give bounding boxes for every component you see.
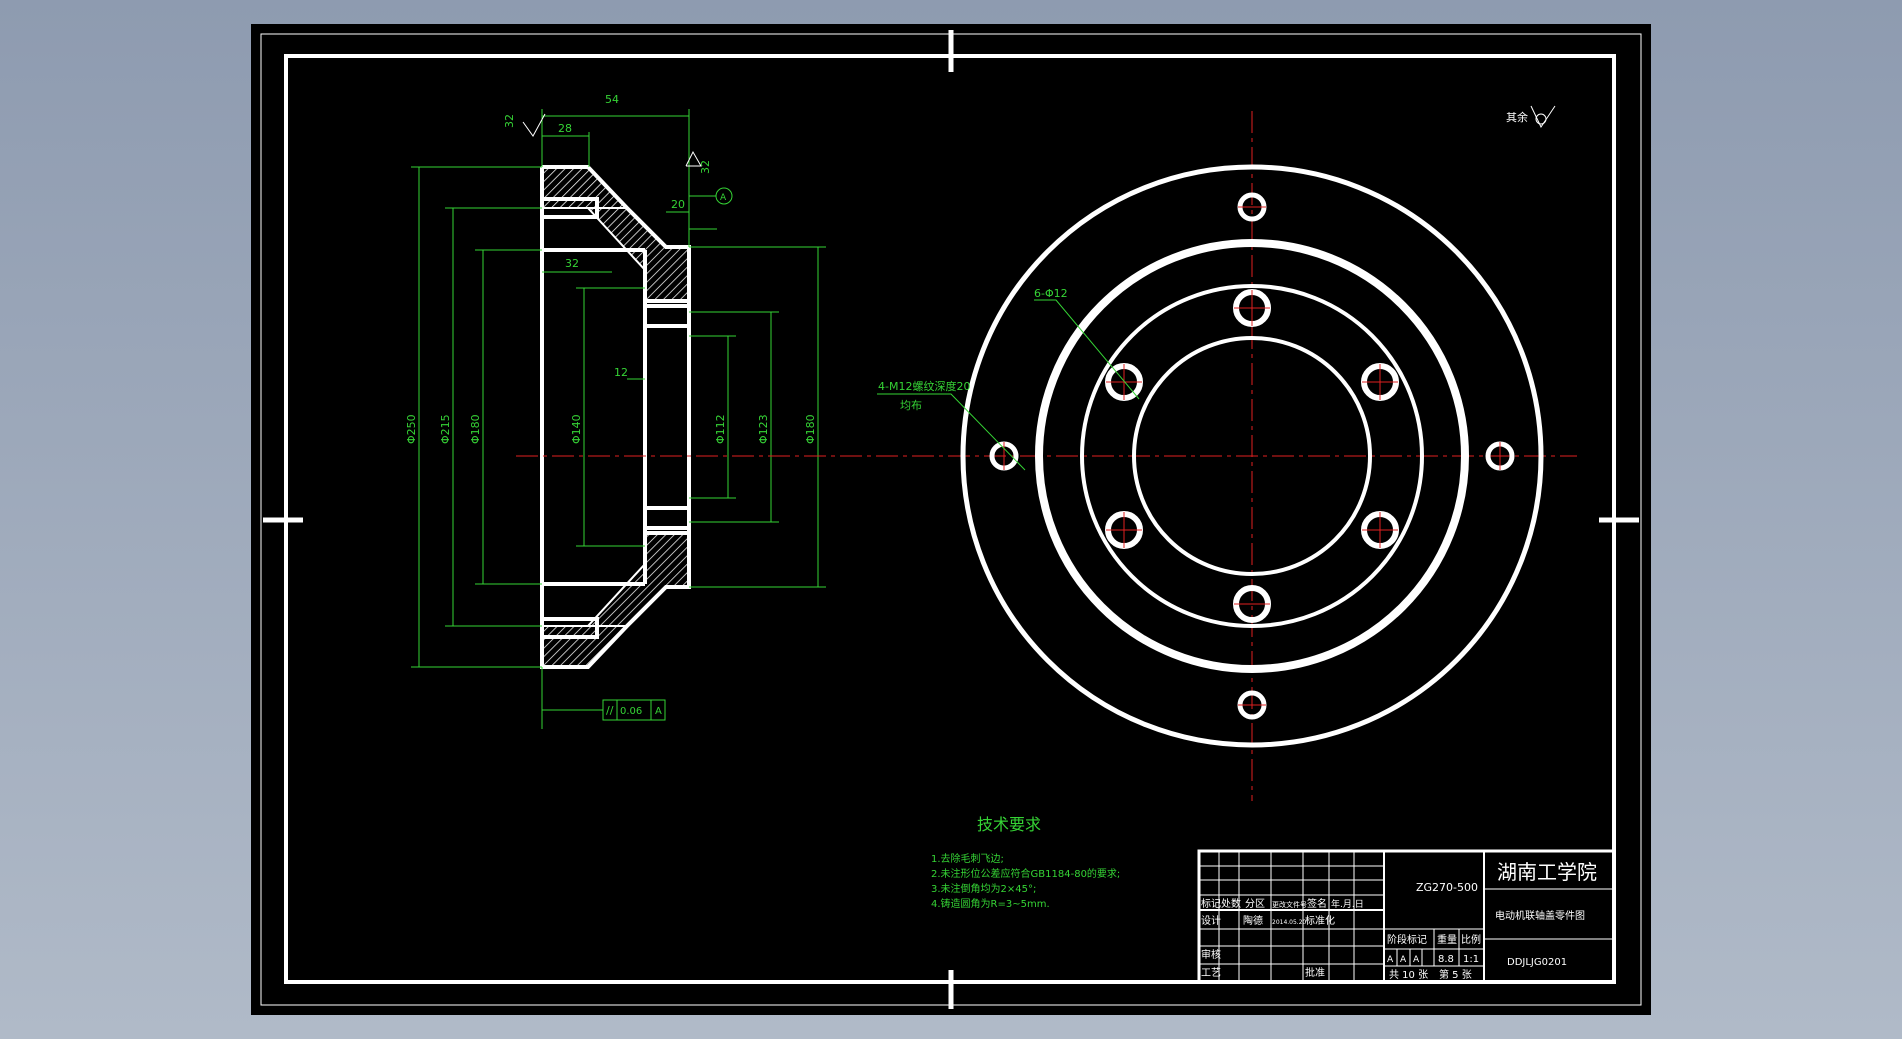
datum-label: A <box>720 193 727 203</box>
bore-circle <box>1132 336 1372 576</box>
tolerance-symbol: // <box>606 704 614 717</box>
dim-d140: Φ140 <box>570 414 583 444</box>
tb-review: 审核 <box>1201 948 1221 961</box>
tb-part-name: 电动机联轴盖零件图 <box>1495 909 1585 922</box>
tb-scale-label: 比例 <box>1461 933 1481 946</box>
drawing-canvas: 54 28 20 32 12 32 32 A Φ250 Φ215 Φ180 Φ1… <box>260 30 1642 1009</box>
tb-total-sheets: 共 10 张 <box>1389 969 1428 981</box>
tb-sign: 签名 <box>1307 897 1327 910</box>
callout-threads-line1: 4-M12螺纹深度20 <box>878 379 970 393</box>
dim-d250: Φ250 <box>405 414 418 444</box>
roughness-symbol-left <box>522 113 546 137</box>
tb-material-code: ZG270-500 <box>1416 881 1478 894</box>
dim-20: 20 <box>671 198 685 211</box>
inner-border <box>284 54 1616 984</box>
tolerance-frame <box>602 187 733 721</box>
tb-standard: 标准化 <box>1305 914 1335 927</box>
roughness-symbol-right <box>685 150 702 167</box>
dim-54: 54 <box>605 93 619 106</box>
dim-d215: Φ215 <box>439 414 452 444</box>
dim-12: 12 <box>614 366 628 379</box>
tb-stage-label: 阶段标记 <box>1387 933 1427 946</box>
tb-stage-mark-1: A <box>1387 955 1394 965</box>
dim-28: 28 <box>558 122 572 135</box>
section-outline <box>540 165 691 669</box>
dim-d180-left: Φ180 <box>469 414 482 444</box>
dim-d112: Φ112 <box>714 414 727 444</box>
tb-sheet-number: 第 5 张 <box>1439 968 1472 981</box>
tb-file: 更改文件号 <box>1272 900 1307 909</box>
drawing-sheet: 54 28 20 32 12 32 32 A Φ250 Φ215 Φ180 Φ1… <box>251 24 1651 1015</box>
bolt-circle-ring <box>1080 284 1424 628</box>
tb-design-date: 2014.05.20 <box>1272 919 1307 926</box>
tb-date: 年.月.日 <box>1331 898 1364 910</box>
tech-title: 技术要求 <box>977 815 1041 834</box>
tb-count: 处数 <box>1221 897 1241 910</box>
tolerance-datum: A <box>655 706 662 717</box>
tb-designer: 陶德 <box>1243 914 1263 927</box>
callout-threads-line2: 均布 <box>900 399 922 412</box>
dimension-lines <box>411 109 826 729</box>
tech-item-2: 2.未注形位公差应符合GB1184-80的要求; <box>931 867 1120 880</box>
tb-stage-mark-2: A <box>1400 955 1407 965</box>
tb-weight-label: 重量 <box>1437 933 1457 946</box>
tb-zone: 分区 <box>1245 898 1265 910</box>
tb-approve: 批准 <box>1305 966 1325 979</box>
roughness-note-text: 其余 <box>1506 110 1528 124</box>
hub-outer-circle <box>1035 239 1469 673</box>
hole-crosses <box>1003 206 1501 706</box>
roughness-right-value: 32 <box>699 160 712 174</box>
tb-mark: 标记 <box>1201 898 1221 910</box>
front-view: 6-Φ12 4-M12螺纹深度20 均布 <box>877 111 1544 801</box>
tb-stage-mark-3: A <box>1413 955 1420 965</box>
dim-32: 32 <box>565 257 579 270</box>
tb-drawing-no: DDJLJG0201 <box>1507 957 1567 968</box>
tolerance-value: 0.06 <box>620 706 642 717</box>
title-block: 标记 处数 分区 更改文件号 签名 年.月.日 设计 陶德 2014.05.20… <box>1197 849 1616 984</box>
roughness-note-symbol <box>1530 105 1556 129</box>
callout-six-holes: 6-Φ12 <box>1034 287 1068 300</box>
section-hatching <box>541 166 690 668</box>
tech-item-3: 3.未注倒角均为2×45°; <box>931 882 1036 895</box>
tech-requirements: 技术要求 1.去除毛刺飞边; 2.未注形位公差应符合GB1184-80的要求; … <box>931 815 1120 910</box>
tb-design: 设计 <box>1201 914 1221 927</box>
outer-flange-circle <box>960 164 1544 748</box>
tb-process: 工艺 <box>1201 967 1221 979</box>
tb-weight-value: 8.8 <box>1438 954 1454 965</box>
centering-marks <box>263 30 1639 1009</box>
dim-d123: Φ123 <box>757 414 770 444</box>
tb-school: 湖南工学院 <box>1497 860 1597 884</box>
section-view: 54 28 20 32 12 32 32 A Φ250 Φ215 Φ180 Φ1… <box>405 93 826 729</box>
general-roughness-note: 其余 <box>1506 105 1556 129</box>
dim-d180-right: Φ180 <box>804 414 817 444</box>
tb-scale-value: 1:1 <box>1463 954 1479 965</box>
tech-item-4: 4.铸造圆角为R=3~5mm. <box>931 897 1050 910</box>
roughness-left-value: 32 <box>503 114 516 128</box>
leader-lines <box>877 299 1140 471</box>
tech-item-1: 1.去除毛刺飞边; <box>931 852 1004 865</box>
roughness-note-circle <box>1535 113 1547 125</box>
